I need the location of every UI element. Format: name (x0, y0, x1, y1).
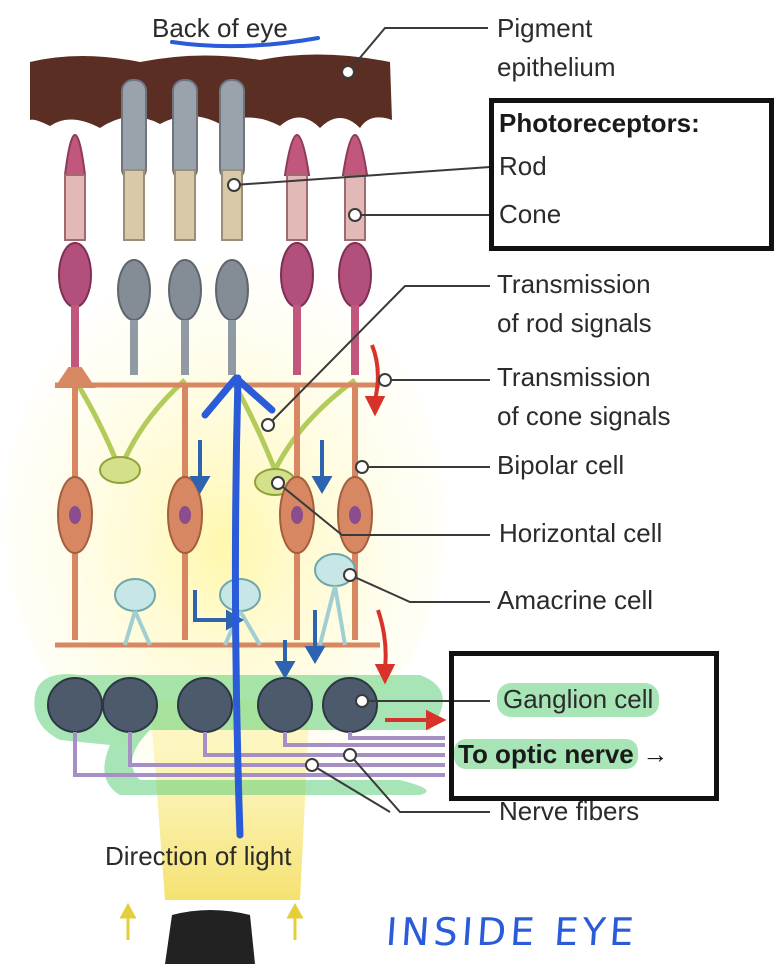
handdrawn-underline (170, 36, 320, 49)
label-optic-nerve-row: To optic nerve → (454, 738, 668, 772)
horizontal-cell-left (99, 456, 141, 484)
optic-nerve-box (449, 651, 719, 801)
label-horizontal: Horizontal cell (499, 518, 663, 548)
label-cone: Cone (499, 199, 562, 229)
label-rod-signals-line2: of rod signals (497, 308, 652, 338)
label-bipolar: Bipolar cell (497, 450, 625, 480)
label-rod-signals-line1: Transmission (497, 269, 651, 299)
label-nerve-fibers: Nerve fibers (499, 796, 640, 826)
light-entry-arrows (119, 902, 304, 940)
arrow-right-icon: → (642, 739, 669, 769)
photoreceptors-box (489, 98, 774, 251)
label-optic-nerve: To optic nerve (454, 739, 638, 769)
label-pigment-line1: Pigment (497, 13, 593, 43)
pigment-epithelium (30, 54, 392, 128)
nerve-fibers (73, 732, 445, 777)
label-photoreceptors: Photoreceptors: (499, 108, 700, 138)
bipolar-cells (54, 367, 380, 648)
label-pigment-line2: epithelium (497, 52, 616, 82)
label-ganglion: Ganglion cell (497, 683, 660, 717)
light-glow (5, 260, 445, 780)
label-cone-signals-line2: of cone signals (497, 401, 671, 431)
label-cone-signals-line1: Transmission (497, 362, 651, 392)
label-amacrine: Amacrine cell (497, 585, 654, 615)
light-source (165, 910, 255, 964)
label-direction-of-light: Direction of light (105, 841, 292, 871)
amacrine-cells (114, 553, 356, 647)
leader-dots (227, 65, 392, 772)
ganglion-cells (47, 677, 378, 733)
cone-signal-arrows (364, 344, 447, 731)
label-rod: Rod (499, 151, 547, 181)
leader-lines (233, 27, 491, 813)
cone-cells (58, 134, 372, 375)
handwritten-inside-eye: INSIDE EYE (384, 910, 640, 954)
light-beam (150, 700, 310, 900)
label-back-of-eye: Back of eye (152, 13, 288, 43)
rod-cells (117, 79, 249, 375)
handdrawn-light-arrow (201, 374, 276, 839)
